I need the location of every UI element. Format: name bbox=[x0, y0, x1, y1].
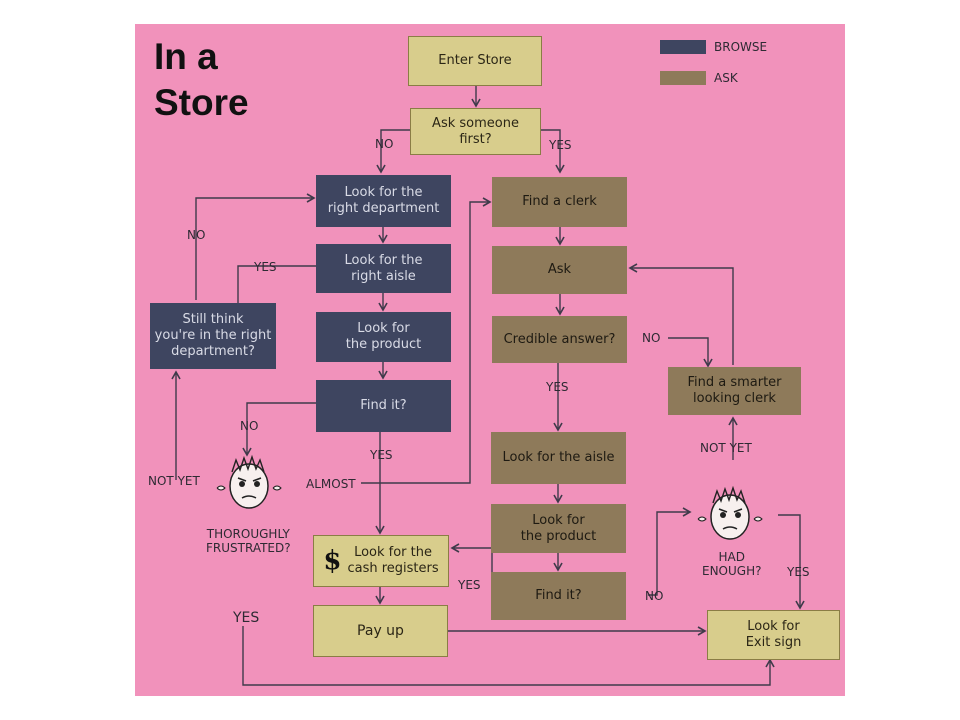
ask-find-it-node: Find it? bbox=[491, 572, 626, 620]
frustrated-face-icon bbox=[216, 454, 282, 509]
edge-label-almost: ALMOST bbox=[306, 477, 356, 491]
right-aisle-node: Look for the right aisle bbox=[316, 244, 451, 293]
had-enough-question-label: HAD ENOUGH? bbox=[702, 550, 762, 578]
legend-ask-label: ASK bbox=[714, 71, 738, 85]
enter-store-node: Enter Store bbox=[408, 36, 542, 86]
look-for-aisle-node: Look for the aisle bbox=[491, 432, 626, 484]
smarter-clerk-node: Find a smarter looking clerk bbox=[668, 367, 801, 415]
title-line-2: Store bbox=[154, 82, 249, 123]
edge-label-not-yet-right: NOT YET bbox=[700, 441, 752, 455]
edge-label-yes-enough: YES bbox=[787, 565, 810, 579]
legend-browse-swatch bbox=[660, 40, 706, 54]
pay-up-node: Pay up bbox=[313, 605, 448, 657]
legend-ask-swatch bbox=[660, 71, 706, 85]
ask-product-node: Look for the product bbox=[491, 504, 626, 553]
page-title: In a Store bbox=[154, 34, 249, 126]
title-line-1: In a bbox=[154, 36, 218, 77]
dollar-icon: $ bbox=[323, 546, 342, 576]
exit-sign-node: Look for Exit sign bbox=[707, 610, 840, 660]
edge-label-no-find-it-ask: NO bbox=[645, 589, 664, 603]
edge-label-yes-find-it: YES bbox=[370, 448, 393, 462]
find-clerk-node: Find a clerk bbox=[492, 177, 627, 227]
edge-label-yes-frustrated: YES bbox=[233, 610, 260, 626]
edge-label-no-find-it: NO bbox=[240, 419, 259, 433]
ask-node: Ask bbox=[492, 246, 627, 294]
ask-first-node: Ask someone first? bbox=[410, 108, 541, 155]
edge-label-not-yet-left: NOT YET bbox=[148, 474, 200, 488]
edge-label-yes-credible: YES bbox=[546, 380, 569, 394]
legend-browse-label: BROWSE bbox=[714, 40, 768, 54]
browse-find-it-node: Find it? bbox=[316, 380, 451, 432]
edge-label-yes-ask: YES bbox=[549, 138, 572, 152]
cash-registers-node: $ Look for the cash registers bbox=[313, 535, 449, 587]
browse-product-node: Look for the product bbox=[316, 312, 451, 362]
edge-label-yes-find-it-ask: YES bbox=[458, 578, 481, 592]
edge-label-no-ask: NO bbox=[375, 137, 394, 151]
edge-label-yes-still-think: YES bbox=[254, 260, 277, 274]
frustrated-question-label: THOROUGHLY FRUSTRATED? bbox=[206, 527, 291, 555]
had-enough-face-icon bbox=[697, 485, 763, 540]
still-think-node: Still think you're in the right departme… bbox=[150, 303, 276, 369]
edge-label-no-still-think: NO bbox=[187, 228, 206, 242]
credible-answer-node: Credible answer? bbox=[492, 316, 627, 363]
right-department-node: Look for the right department bbox=[316, 175, 451, 227]
edge-label-no-credible: NO bbox=[642, 331, 661, 345]
